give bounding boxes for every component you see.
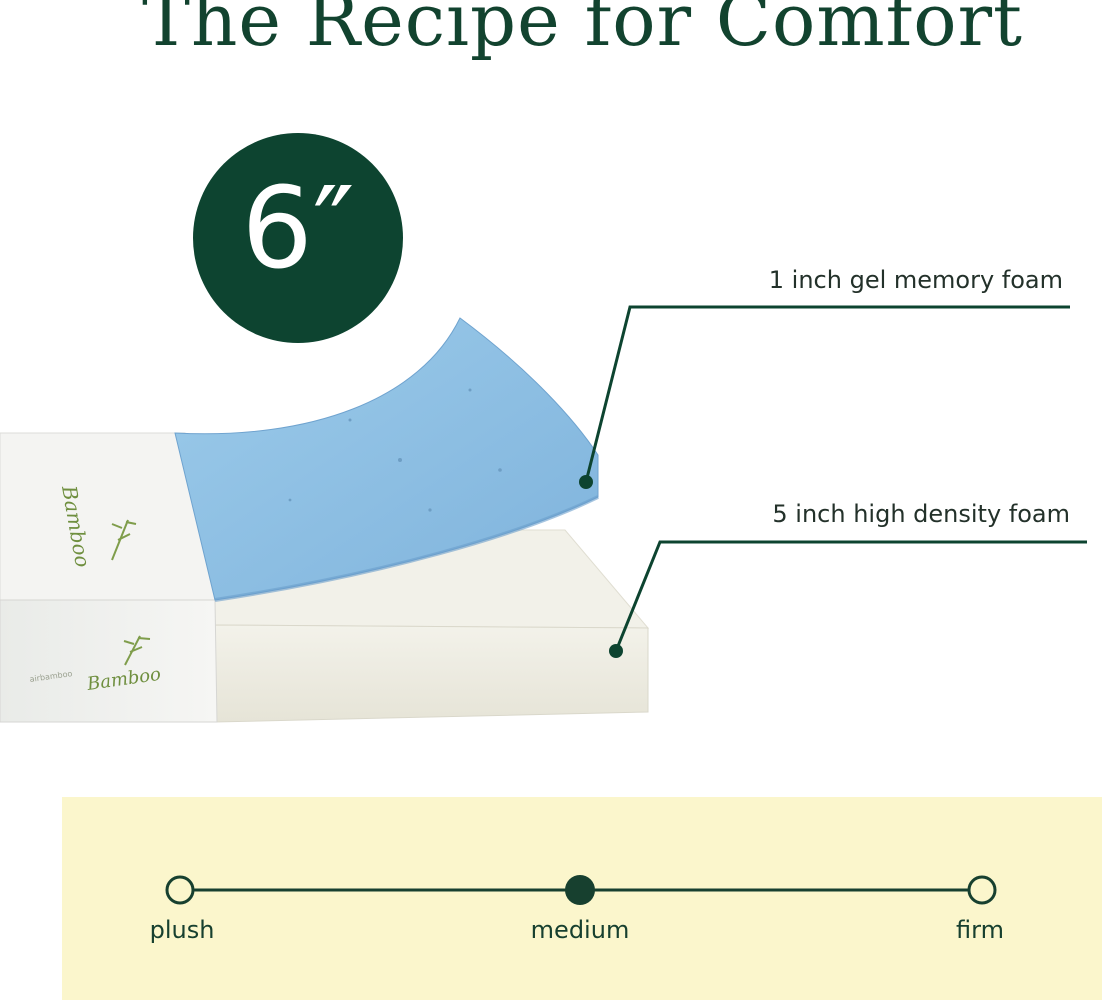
firmness-dot-medium <box>565 875 595 905</box>
thickness-value: 6″ <box>241 164 355 294</box>
gel-memory-foam-layer <box>174 317 599 602</box>
gel-layer-pointer <box>579 305 1070 489</box>
bamboo-leaf-icon <box>111 519 151 666</box>
hd-layer-pointer <box>609 540 1087 658</box>
thickness-badge: 6″ <box>193 133 403 343</box>
gel-layer-label: 1 inch gel memory foam <box>768 266 1063 294</box>
firmness-label-plush: plush <box>149 916 215 944</box>
page-title: The Recipe for Comfort <box>141 0 1023 62</box>
bamboo-cover: Bamboo Bamboo airbamboo <box>0 432 218 723</box>
hd-layer-label: 5 inch high density foam <box>772 500 1070 528</box>
firmness-dot-plush <box>165 875 195 905</box>
firmness-label-medium: medium <box>530 916 630 944</box>
firmness-dot-firm <box>967 875 997 905</box>
firmness-label-firm: firm <box>956 916 1004 944</box>
